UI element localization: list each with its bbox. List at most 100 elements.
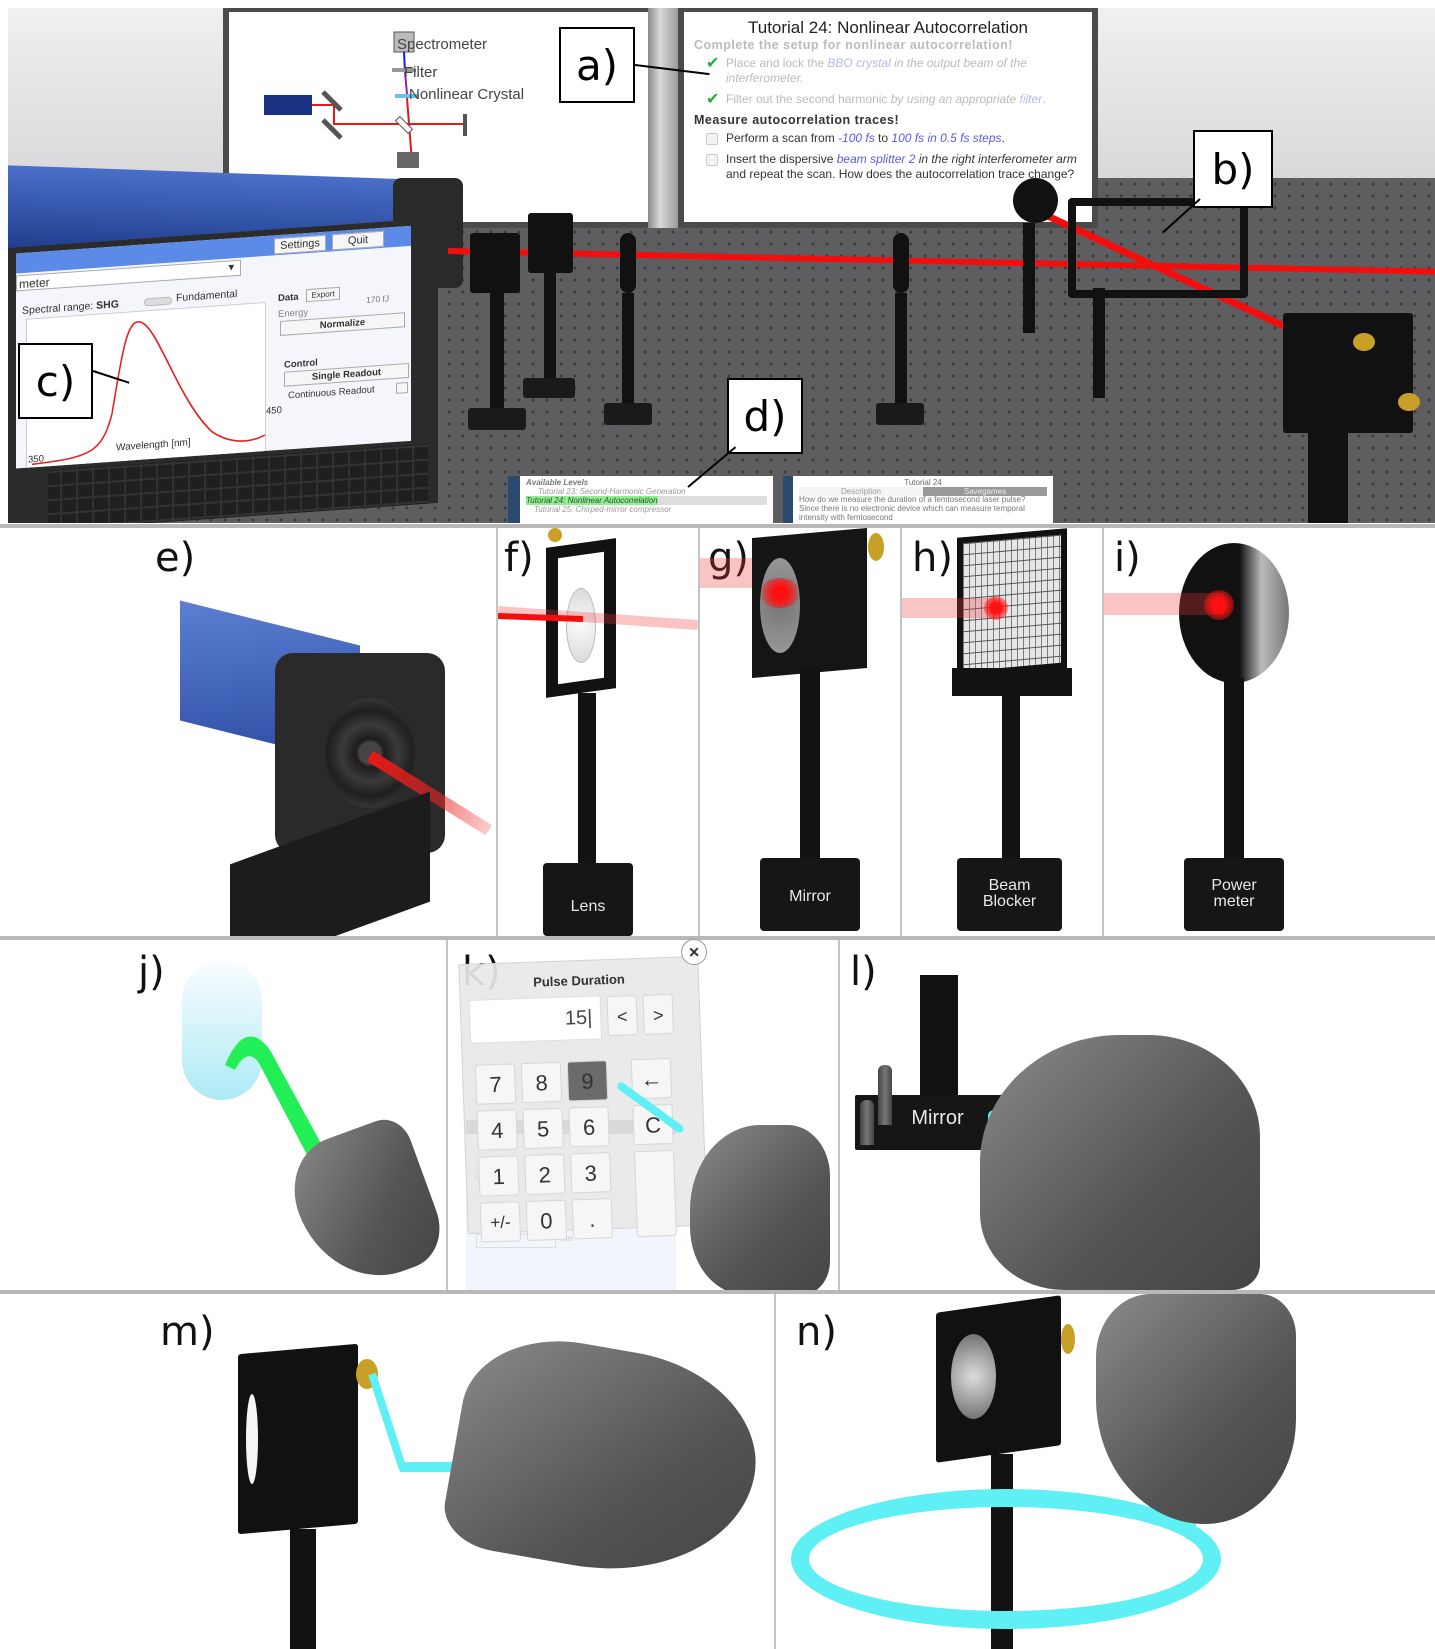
lens-mount[interactable] (893, 233, 909, 293)
post (1002, 693, 1020, 893)
key-4[interactable]: 4 (476, 1109, 518, 1151)
power-meter-base: Power meter (1184, 858, 1284, 931)
x-max-tick: 450 (266, 404, 282, 417)
beam-blocker-base: Beam Blocker (957, 858, 1062, 931)
post (290, 1529, 316, 1649)
x-min-tick: 350 (28, 453, 44, 466)
panel-label-n: n) (796, 1309, 837, 1355)
level-item[interactable]: Tutorial 25: Chirped-mirror compressor (534, 505, 672, 514)
adjustment-knob[interactable] (868, 533, 884, 561)
adjustment-knob[interactable] (548, 528, 562, 542)
checkbox-empty[interactable] (706, 133, 718, 145)
laptop: meter ▼ Settings Quit Spectral range: SH… (8, 217, 438, 523)
panel-l-lock: l) Mirror (840, 940, 1435, 1290)
continuous-readout-checkbox[interactable] (396, 382, 408, 394)
key-7[interactable]: 7 (474, 1063, 517, 1105)
task-perform-scan: Perform a scan from -100 fs to 100 fs in… (706, 131, 1082, 146)
form-unit: nm (561, 1234, 573, 1243)
key-2[interactable]: 2 (524, 1153, 566, 1196)
adjustment-knob[interactable] (1353, 333, 1375, 351)
schematic-label-filter: Filter (404, 64, 438, 81)
checkbox-empty[interactable] (706, 154, 718, 166)
vr-hand (980, 1035, 1260, 1290)
data-label: Data (278, 291, 299, 305)
cell-divider (446, 940, 448, 1290)
enter-button[interactable] (633, 1149, 677, 1238)
cell-divider (1102, 528, 1104, 936)
tutorial-info-panel: Tutorial 24 Description Savegames How do… (783, 476, 1053, 523)
post-base (604, 403, 652, 425)
lens-mount[interactable] (620, 233, 636, 293)
post-base (468, 408, 526, 430)
cursor-right-button[interactable]: > (642, 993, 674, 1035)
spectral-range-toggle[interactable] (144, 296, 172, 307)
level-item-selected[interactable]: Tutorial 24: Nonlinear Autocorrelation (526, 496, 767, 505)
key-3[interactable]: 3 (570, 1152, 612, 1194)
mirror-base: Mirror (760, 858, 860, 931)
vr-hand (1096, 1294, 1296, 1524)
section-heading-measure: Measure autocorrelation traces! (694, 113, 900, 127)
schematic-label-spectrometer: Spectrometer (397, 36, 488, 53)
keypad-value-field[interactable]: 15| (468, 995, 603, 1044)
spectrum-plot (26, 301, 266, 469)
power-meter-head[interactable] (1013, 178, 1058, 223)
power-meter-housing[interactable] (1179, 543, 1289, 683)
key-plus-minus[interactable]: +/- (479, 1201, 522, 1243)
laser-spot (984, 596, 1008, 620)
mirror-glass (951, 1334, 996, 1419)
panel-label-g: g) (708, 535, 749, 581)
post-base (876, 403, 924, 425)
panel-label-m: m) (160, 1309, 215, 1355)
adjustment-knob[interactable] (1398, 393, 1420, 411)
mirror-glass (246, 1394, 258, 1484)
callout-c: c) (18, 343, 93, 419)
key-8[interactable]: 8 (520, 1061, 563, 1104)
mirror-mount[interactable] (470, 233, 520, 293)
task-place-bbo: ✔ Place and lock the BBO crystal in the … (706, 55, 1027, 86)
panel-n-height-adjust: n) (776, 1294, 1435, 1649)
key-decimal[interactable]: . (571, 1198, 614, 1240)
tutorial-title: Tutorial 24: Nonlinear Autocorrelation (747, 18, 1029, 37)
rotation-ray (368, 1372, 407, 1471)
grab-ray (225, 1036, 330, 1170)
key-9[interactable]: 9 (566, 1060, 609, 1102)
cell-divider (774, 1294, 776, 1649)
export-button[interactable]: Export (306, 286, 340, 303)
mirror-mount[interactable] (528, 213, 573, 273)
available-levels-heading: Available Levels (526, 478, 589, 487)
energy-value: 170 fJ (366, 293, 390, 305)
level-item[interactable]: Tutorial 23: Second-Harmonic Generation (538, 487, 686, 496)
key-5[interactable]: 5 (522, 1107, 564, 1150)
continuous-readout-label: Continuous Readout (288, 384, 375, 402)
checkmark-icon[interactable]: ✔ (706, 91, 720, 108)
post (895, 293, 907, 408)
callout-b: b) (1193, 130, 1273, 208)
schematic-label-nonlinear-crystal: Nonlinear Crystal (409, 86, 525, 103)
key-6[interactable]: 6 (568, 1106, 610, 1148)
setup-schematic (264, 31, 467, 168)
post (1093, 288, 1105, 398)
key-1[interactable]: 1 (478, 1155, 520, 1197)
tab-savegames[interactable]: Savegames (923, 487, 1047, 496)
close-icon: × (688, 941, 700, 963)
keypad-title: Pulse Duration (532, 971, 626, 990)
key-0[interactable]: 0 (525, 1199, 568, 1242)
spectrometer-app: meter ▼ Settings Quit Spectral range: SH… (16, 225, 411, 469)
grab-target-glow (182, 960, 262, 1100)
fundamental-label: Fundamental (176, 287, 238, 305)
panel-label-f: f) (504, 535, 534, 581)
panel-i-power-meter: i) Power meter (1104, 528, 1435, 936)
cursor-left-button[interactable]: < (606, 995, 638, 1037)
checkmark-icon[interactable]: ✔ (706, 55, 720, 72)
panel-label-i: i) (1114, 535, 1141, 581)
mirror-mount-foreground[interactable] (1283, 313, 1413, 433)
post (1308, 433, 1348, 523)
laser-beam (902, 598, 997, 618)
tab-description[interactable]: Description (799, 487, 923, 496)
row-divider (0, 524, 1435, 528)
adjustment-knob[interactable] (1061, 1324, 1075, 1354)
vr-lab-scene: Spectrometer Filter Nonlinear Crystal Tu… (8, 8, 1435, 523)
tutorial-info-title: Tutorial 24 (904, 478, 942, 487)
interferometer-mounts[interactable] (1068, 198, 1248, 298)
post (1224, 678, 1244, 893)
